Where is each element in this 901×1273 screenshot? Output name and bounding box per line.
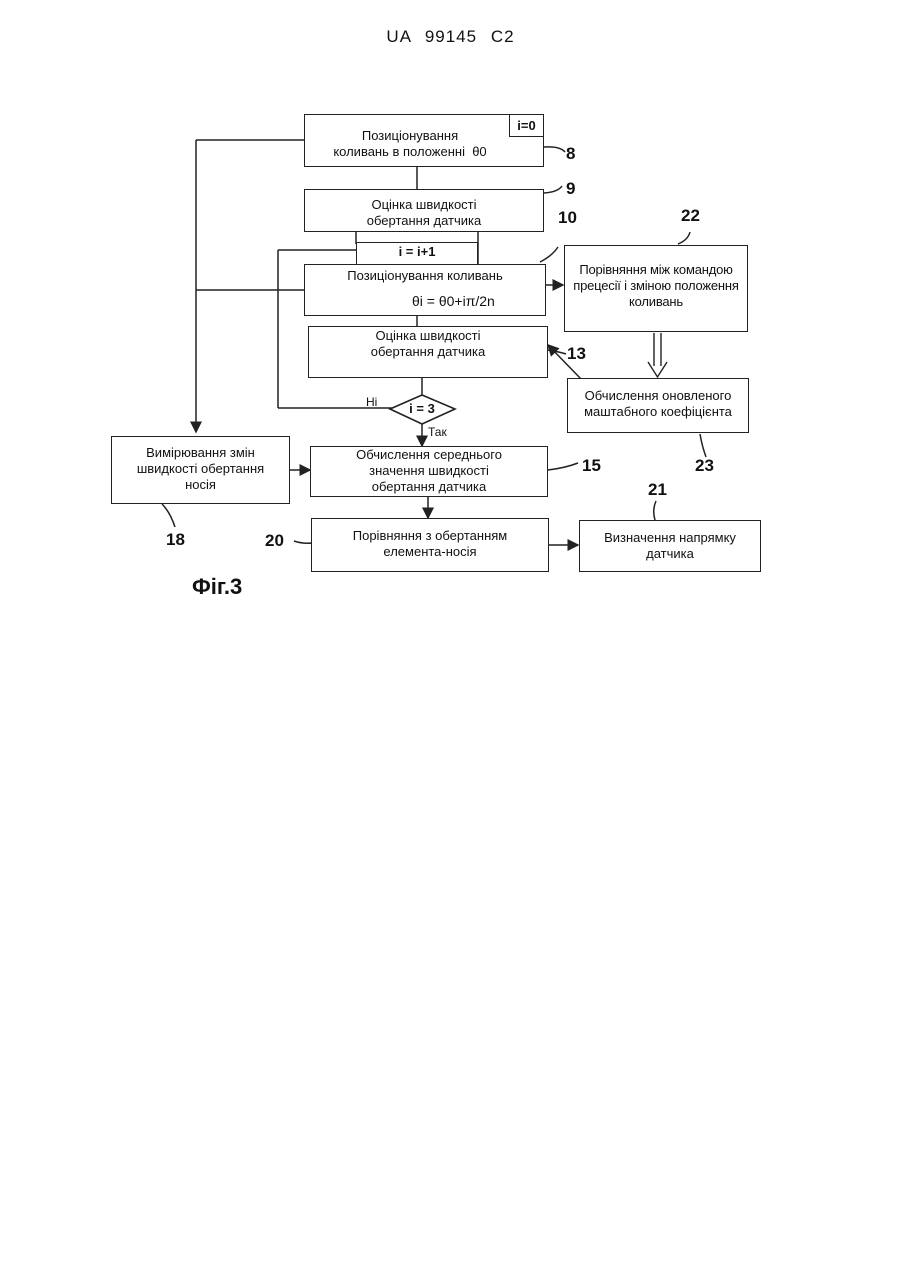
- block-10-text: Позиціонування коливань: [304, 268, 546, 284]
- block-13-text: Оцінка швидкості обертання датчика: [308, 328, 548, 360]
- block-15-text: Обчислення середнього значення швидкості…: [310, 447, 548, 495]
- figure-label: Фіг.3: [192, 574, 242, 600]
- counter-text: i = i+1: [356, 244, 478, 260]
- decision-yes-label: Так: [428, 425, 447, 439]
- label-18: 18: [166, 530, 185, 550]
- label-13: 13: [567, 344, 586, 364]
- block-8-text: Позиціонування коливань в положенні θ0: [310, 128, 510, 160]
- block-22-text: Порівняння між командою прецесії і зміно…: [561, 262, 751, 310]
- label-15: 15: [582, 456, 601, 476]
- decision-text: i = 3: [392, 401, 452, 417]
- label-9: 9: [566, 179, 575, 199]
- label-20: 20: [265, 531, 284, 551]
- decision-no-label: Ні: [366, 395, 377, 409]
- label-22: 22: [681, 206, 700, 226]
- block-21-text: Визначення напрямку датчика: [579, 530, 761, 562]
- block-23-text: Обчислення оновленого маштабного коефіці…: [567, 388, 749, 420]
- block-8-tag-text: i=0: [509, 118, 544, 134]
- flowchart: Позиціонування коливань в положенні θ0 i…: [0, 0, 901, 620]
- block-20-text: Порівняння з обертанням елемента-носія: [311, 528, 549, 560]
- label-10: 10: [558, 208, 577, 228]
- block-9-text: Оцінка швидкості обертання датчика: [304, 197, 544, 229]
- block-10-formula: θi = θ0+iπ/2n: [412, 293, 495, 309]
- label-23: 23: [695, 456, 714, 476]
- block-18-text: Вимірювання змін швидкості обертання нос…: [111, 445, 290, 493]
- label-8: 8: [566, 144, 575, 164]
- label-21: 21: [648, 480, 667, 500]
